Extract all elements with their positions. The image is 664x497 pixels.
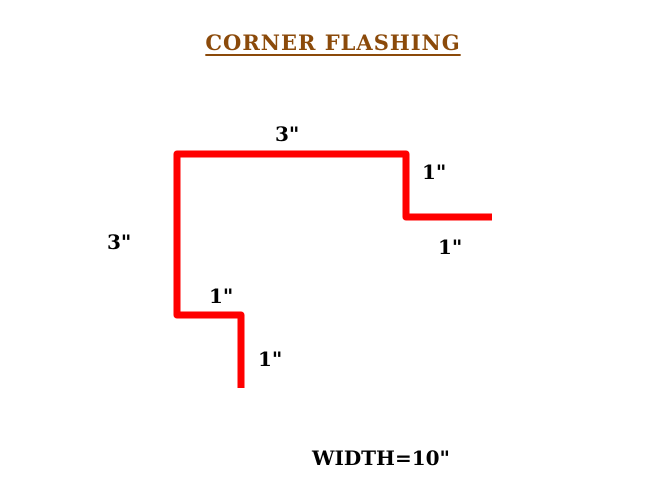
width-label: WIDTH=10" — [312, 446, 450, 470]
dimension-bottom-step: 1" — [209, 284, 233, 308]
dimension-bottom-drop: 1" — [258, 347, 282, 371]
drawing-title: CORNER FLASHING — [0, 30, 664, 55]
dimension-right-drop: 1" — [422, 160, 446, 184]
drawing-title-text: CORNER FLASHING — [205, 30, 461, 55]
dimension-top-flange: 3" — [275, 122, 299, 146]
dimension-left-height: 3" — [107, 230, 131, 254]
flashing-profile-line — [173, 150, 492, 388]
dimension-right-lip: 1" — [438, 235, 462, 259]
